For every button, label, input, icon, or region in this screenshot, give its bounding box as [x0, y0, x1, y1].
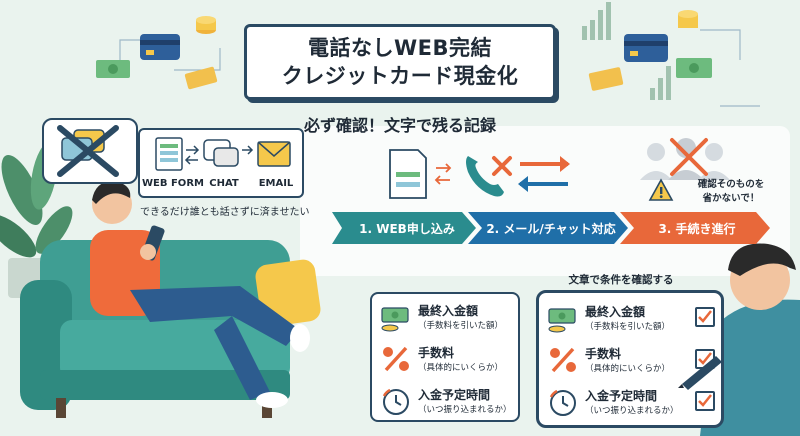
section-subtitle: 必ず確認！文字で残る記録 — [303, 116, 496, 135]
condition-title: 最終入金額 — [585, 305, 646, 319]
no-call-icon — [57, 125, 119, 177]
condition-sub: （いつ振り込まれるか） — [585, 406, 679, 416]
condition-title: 入金予定時間 — [585, 389, 658, 403]
step-3-label: 3. 手続き進行 — [658, 221, 736, 236]
checkbox-checked — [695, 307, 715, 327]
condition-title: 手数料 — [585, 347, 622, 361]
process-steps: 1. WEB申し込み 2. メール/チャット対応 3. 手続き進行 — [332, 212, 770, 244]
pen-icon — [678, 356, 722, 390]
condition-item: 入金予定時間 （いつ振り込まれるか） — [539, 383, 721, 423]
percent-icon — [383, 346, 409, 372]
coin-stack-icon-2 — [678, 10, 698, 28]
process-icons — [389, 149, 570, 199]
contact-label-chat: CHAT — [209, 178, 239, 189]
bar-chart-decor — [582, 2, 671, 100]
conditions-card-left: 最終入金額 （手数料を引いた額） 手数料 （具体的にいくらか） 入金予定時間 （… — [370, 292, 520, 422]
check-icon — [698, 352, 712, 365]
email-icon — [257, 141, 291, 167]
condition-sub: （手数料を引いた額） — [418, 321, 504, 331]
caution-line-2: 省かないで！ — [702, 193, 760, 204]
money-bill-icon-3 — [588, 67, 624, 91]
no-people-icon — [640, 138, 730, 180]
contact-label-email: EMAIL — [258, 178, 294, 189]
confirm-in-writing-label: 文章で条件を確認する — [568, 274, 674, 286]
cross-icon — [492, 156, 512, 176]
money-bill-icon-2 — [184, 66, 218, 90]
clock-icon — [382, 388, 409, 415]
money-bill-icon-4 — [676, 58, 712, 78]
contact-methods-box: WEB FORM CHAT EMAIL — [138, 128, 304, 198]
chat-icon — [203, 139, 239, 167]
web-form-icon — [155, 137, 183, 171]
step-2-label: 2. メール/チャット対応 — [486, 221, 616, 236]
check-icon — [698, 394, 712, 407]
condition-sub: （具体的にいくらか） — [418, 363, 504, 373]
condition-item: 最終入金額 （手数料を引いた額） — [372, 298, 518, 338]
relaxing-man-illustration — [90, 181, 310, 408]
conditions-card-right: 最終入金額 （手数料を引いた額） 手数料 （具体的にいくらか） 入金予定時間 （… — [536, 290, 724, 428]
contact-label-web-form: WEB FORM — [142, 178, 204, 189]
exchange-arrows-icon — [518, 156, 570, 192]
title-box: 電話なしWEB完結 クレジットカード現金化 — [244, 24, 556, 100]
check-icon — [698, 310, 712, 323]
steps-arrows — [332, 212, 770, 244]
coin-stack-icon-1 — [196, 16, 216, 34]
condition-item: 入金予定時間 （いつ振り込まれるか） — [372, 382, 518, 422]
credit-card-icon-1 — [140, 34, 180, 60]
condition-sub: （手数料を引いた額） — [585, 322, 671, 332]
money-icon — [548, 308, 576, 333]
caution-icon — [648, 178, 674, 201]
clock-icon — [549, 389, 576, 416]
no-phone-bubble — [42, 118, 138, 184]
contact-icons — [155, 137, 291, 171]
caution-line-1: 確認そのものを — [697, 179, 765, 190]
title-line-2: クレジットカード現金化 — [281, 64, 519, 88]
money-icon — [381, 307, 409, 332]
condition-title: 入金予定時間 — [418, 388, 491, 402]
condition-sub: （具体的にいくらか） — [585, 364, 671, 374]
condition-title: 最終入金額 — [418, 304, 479, 318]
writing-man-illustration — [696, 243, 800, 436]
document-icon — [389, 149, 427, 199]
credit-card-icon-2 — [624, 34, 668, 62]
phone-icon — [466, 156, 504, 197]
wish-note: できるだけ誰とも話さずに済ませたい — [140, 207, 310, 218]
caution-text: 確認そのものを 省かないで！ — [676, 178, 786, 208]
checkbox-checked — [695, 391, 715, 411]
condition-item: 最終入金額 （手数料を引いた額） — [539, 299, 721, 339]
percent-icon — [550, 347, 576, 373]
title-line-1: 電話なしWEB完結 — [307, 36, 492, 60]
condition-title: 手数料 — [418, 346, 455, 360]
condition-sub: （いつ振り込まれるか） — [418, 405, 512, 415]
condition-item: 手数料 （具体的にいくらか） — [372, 340, 518, 380]
step-1-label: 1. WEB申し込み — [359, 221, 455, 236]
plant-illustration — [0, 142, 73, 298]
money-bill-icon-1 — [96, 60, 130, 78]
